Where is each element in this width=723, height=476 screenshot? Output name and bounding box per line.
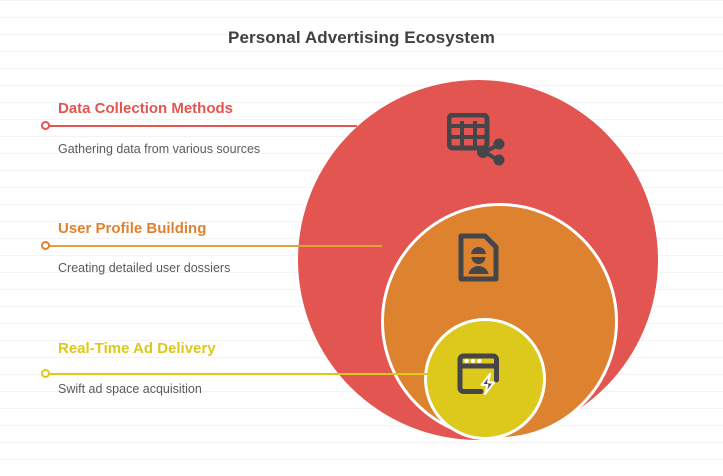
user-dossier-document-icon <box>457 233 500 288</box>
connector-dot-3 <box>41 369 50 378</box>
data-table-share-icon <box>446 112 507 172</box>
legend-subtitle-1: Gathering data from various sources <box>58 142 261 156</box>
legend-subtitle-2: Creating detailed user dossiers <box>58 261 231 275</box>
browser-lightning-icon <box>457 352 505 401</box>
legend-subtitle-3: Swift ad space acquisition <box>58 382 202 396</box>
legend-heading-3: Real-Time Ad Delivery <box>58 340 216 357</box>
connector-dot-1 <box>41 121 50 130</box>
connector-line-3 <box>46 373 432 375</box>
connector-line-2 <box>46 245 382 247</box>
legend-heading-2: User Profile Building <box>58 220 207 237</box>
legend-heading-1: Data Collection Methods <box>58 100 234 117</box>
connector-dot-2 <box>41 241 50 250</box>
page-title: Personal Advertising Ecosystem <box>228 28 495 47</box>
connector-line-1 <box>46 125 357 127</box>
